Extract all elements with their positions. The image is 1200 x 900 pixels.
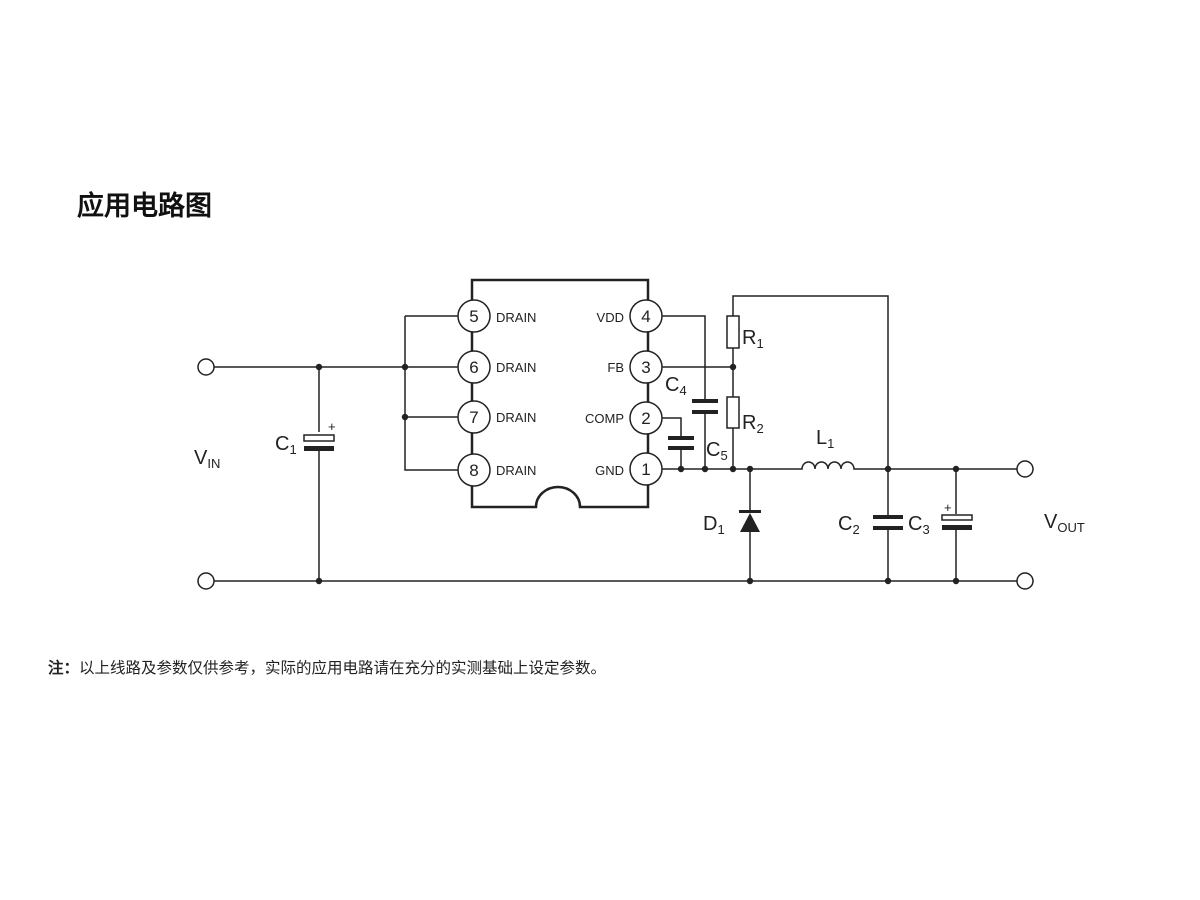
vout-negative-terminal bbox=[1016, 572, 1034, 590]
ic-pin-2: 2 COMP bbox=[585, 401, 663, 435]
ic-pin-7: 7 DRAIN bbox=[457, 400, 536, 434]
ic-pin-5: 5 DRAIN bbox=[457, 299, 536, 333]
svg-text:VDD: VDD bbox=[597, 310, 624, 325]
label-c3: C3 bbox=[908, 513, 930, 537]
svg-text:5: 5 bbox=[469, 307, 478, 326]
svg-text:DRAIN: DRAIN bbox=[496, 463, 536, 478]
resistor-r1 bbox=[726, 315, 740, 349]
ic-pin-6: 6 DRAIN bbox=[457, 350, 536, 384]
svg-text:DRAIN: DRAIN bbox=[496, 310, 536, 325]
svg-text:GND: GND bbox=[595, 463, 624, 478]
svg-text:7: 7 bbox=[469, 408, 478, 427]
ic-body bbox=[470, 278, 650, 509]
capacitor-c1: + bbox=[303, 419, 336, 451]
svg-text:6: 6 bbox=[469, 358, 478, 377]
svg-text:FB: FB bbox=[607, 360, 624, 375]
footnote: 注：以上线路及参数仅供参考，实际的应用电路请在充分的实测基础上设定参数。 bbox=[48, 656, 606, 678]
svg-text:COMP: COMP bbox=[585, 411, 624, 426]
output-wires bbox=[662, 295, 1018, 581]
label-l1: L1 bbox=[816, 427, 834, 451]
svg-text:DRAIN: DRAIN bbox=[496, 360, 536, 375]
label-vin: VIN bbox=[194, 447, 220, 471]
vin-positive-terminal bbox=[197, 358, 215, 376]
svg-text:4: 4 bbox=[641, 307, 650, 326]
label-r2: R2 bbox=[742, 412, 764, 436]
ic-pin-1: 1 GND bbox=[595, 452, 663, 486]
vout-positive-terminal bbox=[1016, 460, 1034, 478]
diode-d1 bbox=[739, 510, 761, 532]
svg-text:1: 1 bbox=[641, 460, 650, 479]
svg-text:DRAIN: DRAIN bbox=[496, 410, 536, 425]
ic-pin-3: 3 FB bbox=[607, 350, 663, 384]
label-c1: C1 bbox=[275, 433, 297, 457]
ic-pin-4: 4 VDD bbox=[597, 299, 663, 333]
inductor-l1 bbox=[800, 461, 856, 470]
svg-text:+: + bbox=[328, 419, 336, 434]
capacitor-c5 bbox=[668, 436, 694, 450]
input-wires bbox=[214, 315, 1018, 582]
vin-negative-terminal bbox=[197, 572, 215, 590]
resistor-r2 bbox=[726, 396, 740, 429]
ic-pin-8: 8 DRAIN bbox=[457, 453, 536, 487]
capacitor-c3: + bbox=[941, 500, 973, 530]
label-r1: R1 bbox=[742, 327, 764, 351]
page-title: 应用电路图 bbox=[77, 191, 212, 222]
svg-text:2: 2 bbox=[641, 409, 650, 428]
svg-text:8: 8 bbox=[469, 461, 478, 480]
label-c5: C5 bbox=[706, 439, 728, 463]
svg-text:3: 3 bbox=[641, 358, 650, 377]
label-c4: C4 bbox=[665, 374, 687, 398]
svg-text:+: + bbox=[944, 500, 952, 515]
footnote-text: 以上线路及参数仅供参考，实际的应用电路请在充分的实测基础上设定参数。 bbox=[79, 659, 607, 677]
label-c2: C2 bbox=[838, 513, 860, 537]
capacitor-c4 bbox=[692, 399, 718, 414]
footnote-prefix: 注： bbox=[48, 658, 80, 677]
label-vout: VOUT bbox=[1044, 511, 1085, 535]
capacitor-c2 bbox=[873, 515, 903, 530]
label-d1: D1 bbox=[703, 513, 725, 537]
